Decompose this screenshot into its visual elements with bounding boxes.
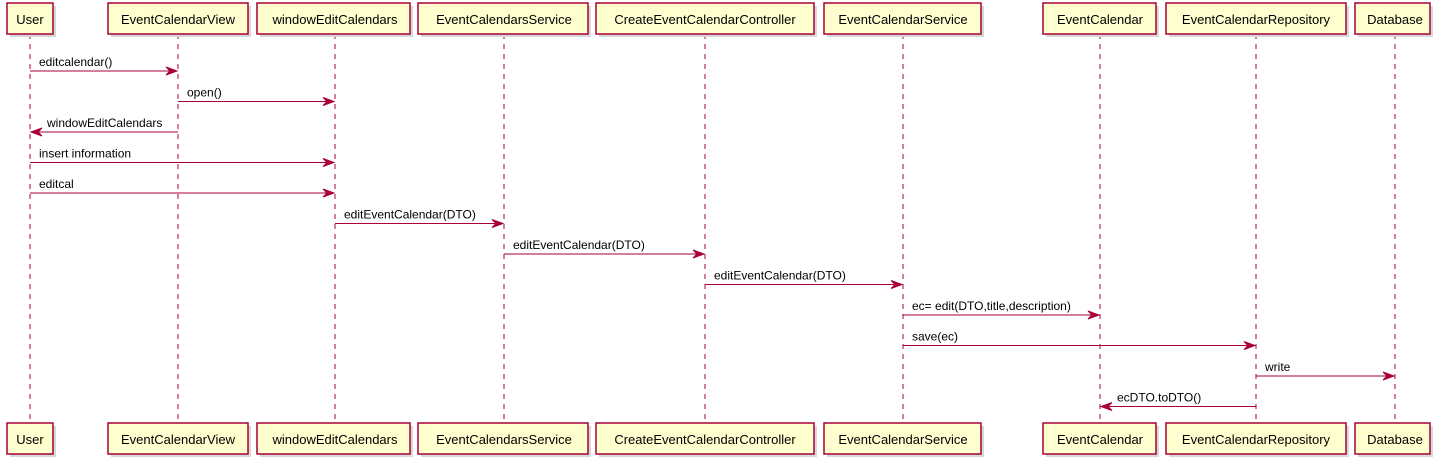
participant-top-event-calendars-service: EventCalendarsService [417, 2, 591, 37]
message-arrowhead [29, 127, 43, 137]
participant-bottom-event-calendar-service: EventCalendarService [823, 422, 984, 457]
message-arrowhead [1382, 371, 1396, 381]
message-3: windowEditCalendars [29, 116, 178, 137]
participant-box [417, 2, 589, 35]
participant-label: Database [1367, 12, 1423, 27]
message-label: windowEditCalendars [46, 116, 162, 130]
message-label: editEventCalendar(DTO) [513, 238, 645, 252]
participant-bottom-event-calendar: EventCalendar [1042, 422, 1159, 457]
participant-label: windowEditCalendars [271, 12, 398, 27]
participant-box [6, 2, 54, 35]
message-label: save(ec) [912, 330, 958, 344]
participant-label: User [16, 12, 44, 27]
message-label: editcal [39, 177, 74, 191]
message-10: save(ec) [903, 330, 1257, 350]
participant-bottom-event-calendar-view: EventCalendarView [107, 422, 251, 457]
participant-box [1042, 422, 1157, 455]
participant-label: Database [1367, 432, 1423, 447]
participant-box [823, 422, 982, 455]
message-arrowhead [491, 219, 505, 228]
message-label: write [1264, 360, 1291, 374]
participant-box [417, 422, 589, 455]
message-arrowhead [165, 66, 179, 76]
message-label: insert information [39, 147, 131, 161]
message-7: editEventCalendar(DTO) [504, 238, 706, 259]
message-arrowhead [322, 97, 336, 106]
participant-label: EventCalendar [1057, 12, 1144, 27]
message-6: editEventCalendar(DTO) [335, 208, 505, 228]
message-arrowhead [890, 280, 904, 289]
participant-label: CreateEventCalendarController [614, 432, 796, 447]
message-2: open() [178, 86, 336, 106]
participant-top-event-calendar-view: EventCalendarView [107, 2, 251, 37]
participant-box [595, 2, 815, 35]
message-arrowhead [692, 249, 706, 259]
participant-box [595, 422, 815, 455]
message-label: editEventCalendar(DTO) [714, 269, 846, 283]
participant-box [256, 2, 411, 35]
participant-box [1165, 422, 1347, 455]
participant-top-event-calendar: EventCalendar [1042, 2, 1159, 37]
message-12: ecDTO.toDTO() [1099, 391, 1256, 411]
message-label: ecDTO.toDTO() [1117, 391, 1201, 405]
message-1: editcalendar() [30, 55, 179, 76]
participant-bottom-event-calendar-repository: EventCalendarRepository [1165, 422, 1349, 457]
participant-bottom-event-calendars-service: EventCalendarsService [417, 422, 591, 457]
participant-label: EventCalendarView [121, 432, 236, 447]
participant-label: EventCalendarRepository [1182, 432, 1331, 447]
message-label: editEventCalendar(DTO) [344, 208, 476, 222]
participant-bottom-create-event-calendar-controller: CreateEventCalendarController [595, 422, 817, 457]
participant-top-user: User [6, 2, 56, 37]
participant-label: windowEditCalendars [271, 432, 398, 447]
participant-bottom-window-edit-calendars: windowEditCalendars [256, 422, 413, 457]
participants: UserUserEventCalendarViewEventCalendarVi… [6, 2, 1433, 457]
participant-box [256, 422, 411, 455]
message-4: insert information [30, 147, 336, 167]
participant-label: User [16, 432, 44, 447]
participant-box [107, 422, 249, 455]
participant-box [6, 422, 54, 455]
message-arrowhead [1243, 341, 1257, 350]
participant-top-event-calendar-repository: EventCalendarRepository [1165, 2, 1349, 37]
message-8: editEventCalendar(DTO) [705, 269, 904, 289]
message-label: open() [187, 86, 222, 100]
participant-top-create-event-calendar-controller: CreateEventCalendarController [595, 2, 817, 37]
participant-label: EventCalendarView [121, 12, 236, 27]
message-arrowhead [322, 158, 336, 167]
participant-label: EventCalendarService [838, 432, 967, 447]
participant-bottom-user: User [6, 422, 56, 457]
participant-label: EventCalendarRepository [1182, 12, 1331, 27]
message-arrowhead [1087, 310, 1101, 320]
participant-box [1165, 2, 1347, 35]
participant-label: CreateEventCalendarController [614, 12, 796, 27]
participant-top-window-edit-calendars: windowEditCalendars [256, 2, 413, 37]
participant-box [1042, 2, 1157, 35]
message-label: editcalendar() [39, 55, 112, 69]
participant-label: EventCalendarService [838, 12, 967, 27]
participant-box [823, 2, 982, 35]
participant-bottom-database: Database [1354, 422, 1433, 457]
participant-label: EventCalendarsService [436, 12, 572, 27]
message-9: ec= edit(DTO,title,description) [903, 299, 1101, 320]
lifelines [29, 34, 1396, 423]
participant-box [1354, 2, 1431, 35]
participant-top-event-calendar-service: EventCalendarService [823, 2, 984, 37]
participant-box [107, 2, 249, 35]
participant-top-database: Database [1354, 2, 1433, 37]
message-5: editcal [30, 177, 336, 198]
participant-label: EventCalendar [1057, 432, 1144, 447]
participant-box [1354, 422, 1431, 455]
message-11: write [1256, 360, 1396, 381]
participant-label: EventCalendarsService [436, 432, 572, 447]
message-arrowhead [1099, 402, 1113, 411]
messages: editcalendar() open() windowEditCalendars i… [29, 55, 1396, 411]
message-label: ec= edit(DTO,title,description) [912, 299, 1071, 313]
message-arrowhead [322, 188, 336, 198]
